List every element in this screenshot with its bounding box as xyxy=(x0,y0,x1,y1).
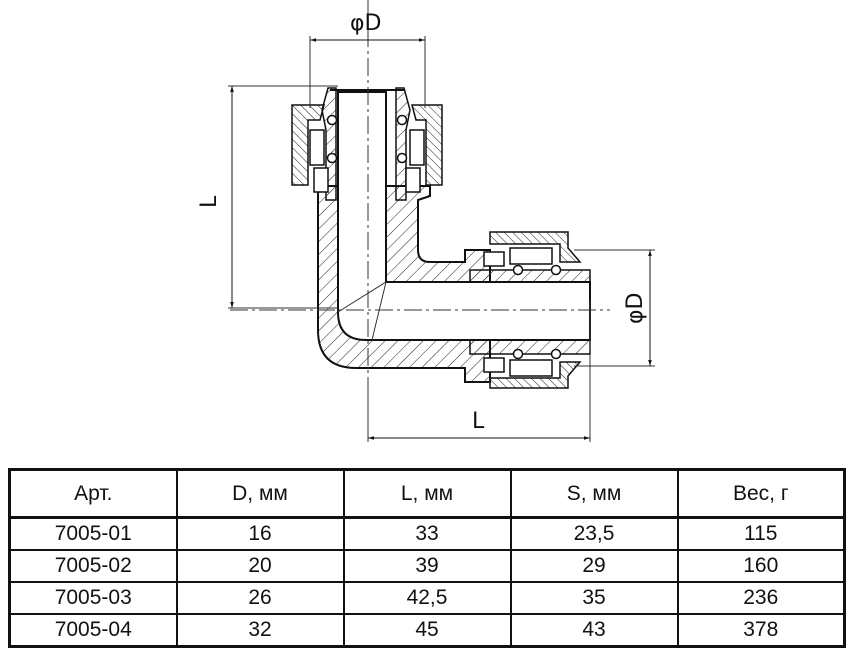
horizontal-length-label: L xyxy=(472,409,485,434)
cell-article: 7005-03 xyxy=(8,581,178,615)
cell-diameter: 32 xyxy=(175,613,345,648)
o-ring xyxy=(326,152,338,164)
o-ring xyxy=(396,114,408,126)
header-diameter: D, мм xyxy=(175,468,345,519)
cell-length: 45 xyxy=(342,613,512,648)
cell-weight: 236 xyxy=(676,581,846,615)
cell-weight: 160 xyxy=(676,549,846,583)
o-ring xyxy=(512,264,524,276)
header-weight: Вес, г xyxy=(676,468,846,519)
cell-s: 43 xyxy=(509,613,679,648)
top-diameter-label: φD xyxy=(350,11,381,36)
cell-weight: 115 xyxy=(676,516,846,551)
cell-diameter: 20 xyxy=(175,549,345,583)
cell-s: 23,5 xyxy=(509,516,679,551)
top-connector xyxy=(291,87,443,201)
right-connector xyxy=(469,231,591,389)
cell-article: 7005-04 xyxy=(8,613,178,648)
header-length: L, мм xyxy=(342,468,512,519)
o-ring xyxy=(396,152,408,164)
fitting-drawing: φD L φD L xyxy=(197,0,655,442)
table-row: 7005-03 26 42,5 35 236 xyxy=(8,581,846,615)
right-diameter-label: φD xyxy=(623,293,648,324)
o-ring xyxy=(512,348,524,360)
cell-article: 7005-01 xyxy=(8,516,178,551)
dimension-horizontal-length: L xyxy=(367,300,591,442)
cell-length: 39 xyxy=(342,549,512,583)
header-article: Арт. xyxy=(8,468,178,519)
dimension-vertical-length: L xyxy=(197,85,338,309)
o-ring xyxy=(550,264,562,276)
table-row: 7005-02 20 39 29 160 xyxy=(8,549,846,583)
o-ring xyxy=(326,114,338,126)
vertical-length-label: L xyxy=(197,195,222,208)
header-s: S, мм xyxy=(509,468,679,519)
cell-diameter: 26 xyxy=(175,581,345,615)
dimension-top-diameter: φD xyxy=(309,11,426,108)
o-ring xyxy=(550,348,562,360)
table-header-row: Арт. D, мм L, мм S, мм Вес, г xyxy=(8,468,846,519)
specification-table: Арт. D, мм L, мм S, мм Вес, г 7005-01 16… xyxy=(8,468,846,648)
cell-length: 42,5 xyxy=(342,581,512,615)
table-row: 7005-04 32 45 43 378 xyxy=(8,613,846,648)
cell-article: 7005-02 xyxy=(8,549,178,583)
dimension-right-diameter: φD xyxy=(574,249,655,367)
cell-s: 29 xyxy=(509,549,679,583)
cell-weight: 378 xyxy=(676,613,846,648)
table-row: 7005-01 16 33 23,5 115 xyxy=(8,516,846,551)
cell-s: 35 xyxy=(509,581,679,615)
center-lines xyxy=(230,0,610,440)
cell-diameter: 16 xyxy=(175,516,345,551)
cell-length: 33 xyxy=(342,516,512,551)
